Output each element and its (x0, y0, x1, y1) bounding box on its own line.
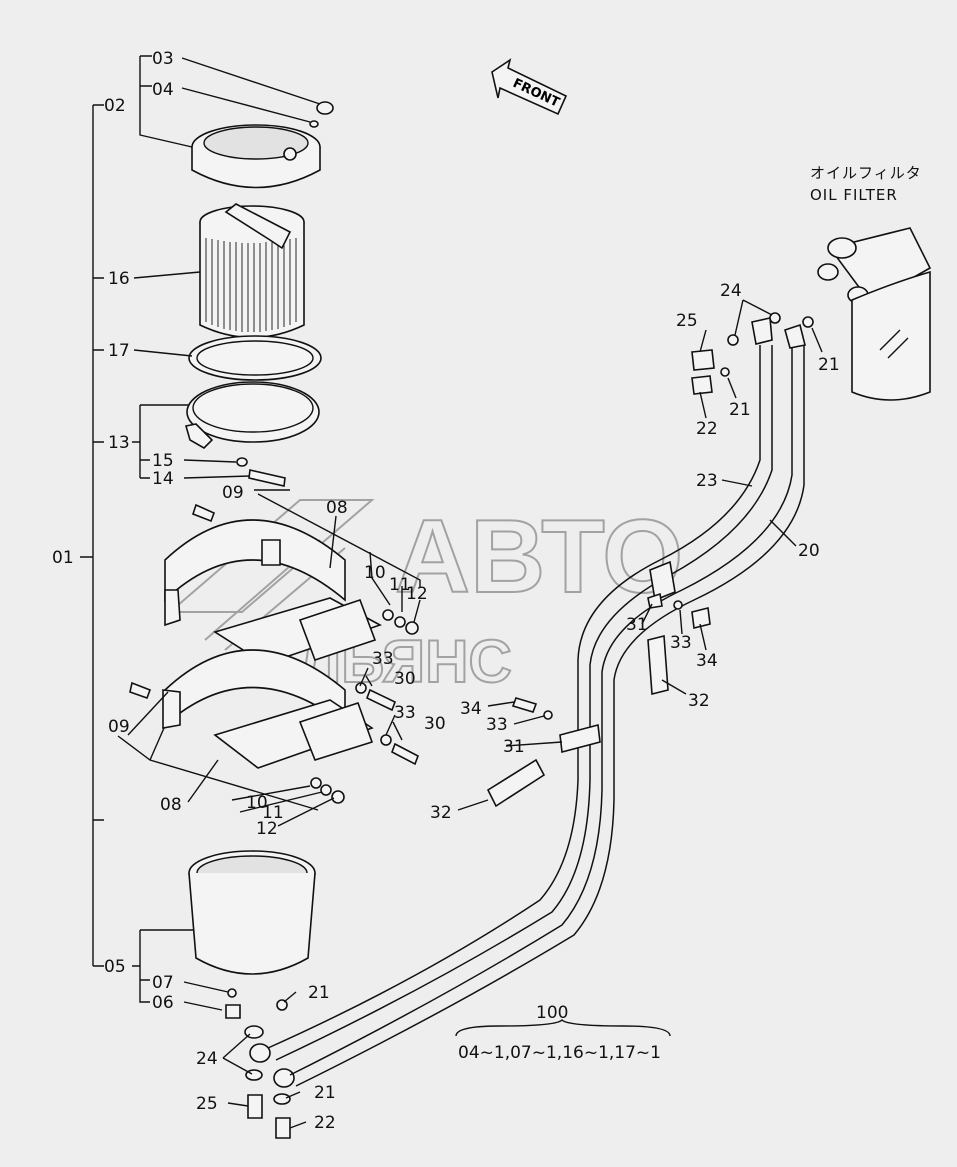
callout-06: 06 (152, 993, 174, 1013)
callout-33-lower: 33 (394, 703, 416, 723)
callout-07: 07 (152, 973, 174, 993)
kit-contents: 04~1,07~1,16~1,17~1 (458, 1043, 661, 1063)
callout-09-upper: 09 (222, 483, 244, 503)
callout-34-right: 34 (696, 651, 718, 671)
callout-16: 16 (108, 269, 130, 289)
callout-32-left: 32 (430, 803, 452, 823)
callout-22-upper: 22 (696, 419, 718, 439)
leader-lines (117, 57, 823, 1129)
callout-21-upper-b: 21 (729, 400, 751, 420)
callout-25-upper: 25 (676, 311, 698, 331)
callout-20: 20 (798, 541, 820, 561)
clamp-band (184, 381, 320, 487)
callout-22-lower: 22 (314, 1113, 336, 1133)
upper-bracket (164, 503, 419, 665)
callout-21-lower-b: 21 (314, 1083, 336, 1103)
callout-05: 05 (104, 957, 126, 977)
filter-cover (191, 101, 334, 189)
callout-17: 17 (108, 341, 130, 361)
callout-08-upper: 08 (326, 498, 348, 518)
kit-number: 100 (536, 1003, 568, 1023)
callout-34-left: 34 (460, 699, 482, 719)
callout-33-upper: 33 (372, 649, 394, 669)
callout-21-lower-a: 21 (308, 983, 330, 1003)
callout-25-lower: 25 (196, 1094, 218, 1114)
callout-31-right: 31 (626, 615, 648, 635)
assembly-bracket (80, 55, 196, 1003)
callout-14: 14 (152, 469, 174, 489)
callout-01: 01 (52, 548, 74, 568)
callout-08-lower: 08 (160, 795, 182, 815)
callout-30-lower: 30 (424, 714, 446, 734)
callout-33-right: 33 (670, 633, 692, 653)
callout-23: 23 (696, 471, 718, 491)
upper-fittings (691, 312, 814, 395)
kit-note: 100 04~1,07~1,16~1,17~1 (455, 1003, 671, 1063)
hoses (267, 345, 805, 1087)
lower-bracket (129, 649, 419, 804)
front-arrow: FRONT (491, 58, 568, 116)
callout-03: 03 (152, 49, 174, 69)
callout-09-lower: 09 (108, 717, 130, 737)
callout-31-left: 31 (503, 737, 525, 757)
callout-12-lower: 12 (256, 819, 278, 839)
callout-02: 02 (104, 96, 126, 116)
callout-10-upper: 10 (364, 563, 386, 583)
lower-fittings (244, 1025, 295, 1139)
callout-04: 04 (152, 80, 174, 100)
oil-filter-unit (817, 227, 932, 401)
filter-bowl (188, 850, 316, 1019)
front-arrow-icon (491, 58, 568, 116)
callout-32-right: 32 (688, 691, 710, 711)
callout-33-left: 33 (486, 715, 508, 735)
callout-24-lower: 24 (196, 1049, 218, 1069)
hose-clamps (486, 560, 711, 808)
watermark-line1: АВТО (395, 499, 683, 615)
callout-12-upper: 12 (406, 584, 428, 604)
callouts: 03 04 02 16 17 13 15 14 09 08 10 11 12 0… (52, 49, 840, 1133)
callout-30-upper: 30 (394, 669, 416, 689)
callout-15: 15 (152, 451, 174, 471)
callout-10-lower: 10 (246, 793, 268, 813)
callout-13: 13 (108, 433, 130, 453)
callout-11-upper: 11 (389, 575, 411, 595)
oil-filter-label-jp: オイルフィルタ (810, 164, 922, 182)
o-ring (188, 335, 322, 381)
oil-filter-label-en: OIL FILTER (810, 186, 898, 204)
callout-24-upper: 24 (720, 281, 742, 301)
callout-21-upper-a: 21 (818, 355, 840, 375)
callout-11-lower: 11 (262, 803, 284, 823)
filter-element (199, 203, 305, 339)
